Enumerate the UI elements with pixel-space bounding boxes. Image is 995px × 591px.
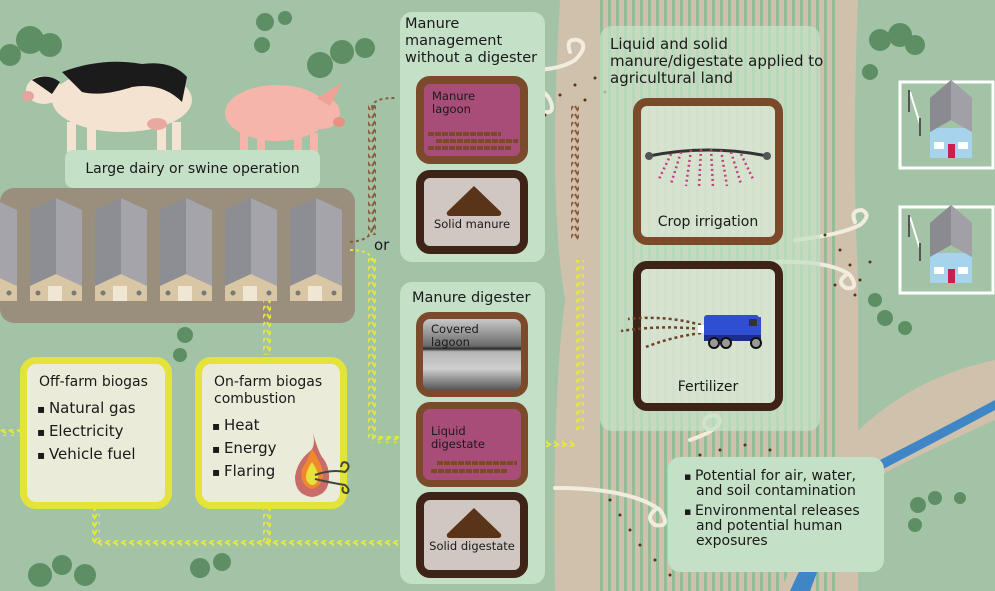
offfarm-item: Electricity xyxy=(37,420,165,443)
liquid-digestate-label: Liquid digestate xyxy=(431,424,486,451)
crop-irrigation-label: Crop irrigation xyxy=(657,214,759,230)
barn-icon xyxy=(95,198,147,301)
offfarm-biogas-box: Off-farm biogas Natural gas Electricity … xyxy=(20,357,172,509)
barn-icon xyxy=(30,198,82,301)
digester-panel: Manure digester Covered lagoon Liquid di… xyxy=(400,282,545,584)
offfarm-title: Off-farm biogas xyxy=(39,374,148,390)
manure-flow-arrow xyxy=(571,105,579,240)
manure-flow-arrow xyxy=(368,105,376,235)
onfarm-biogas-box: On-farm biogas combustion Heat Energy Fl… xyxy=(195,357,350,509)
pig-icon xyxy=(225,83,345,155)
impacts-panel: Potential for air, water, and soil conta… xyxy=(668,457,884,572)
onfarm-item: Flaring xyxy=(212,460,340,483)
biogas-flow-arrow xyxy=(95,540,400,547)
fertilizer-label: Fertilizer xyxy=(677,379,739,395)
fertilizer-truck-icon xyxy=(620,315,762,349)
fertilizer-box: Fertilizer xyxy=(620,261,783,411)
digester-title: Manure digester xyxy=(412,290,531,306)
no-digester-panel: Manure management without a digester Man… xyxy=(400,12,545,262)
manure-lagoon-label: Manure lagoon xyxy=(432,89,476,116)
impact-item: Potential for air, water, and soil conta… xyxy=(684,469,884,499)
barn-icon xyxy=(0,202,17,301)
covered-lagoon-label: Covered lagoon xyxy=(431,322,479,349)
barn-row xyxy=(0,198,350,308)
offfarm-item: Natural gas xyxy=(37,397,165,420)
onfarm-item: Heat xyxy=(212,414,340,437)
no-digester-title: Manure management without a digester xyxy=(405,16,538,66)
cow-icon xyxy=(22,61,192,152)
solid-manure-icon: Solid manure xyxy=(416,170,528,254)
solid-digestate-icon: Solid digestate xyxy=(416,492,528,578)
covered-lagoon-icon: Covered lagoon xyxy=(416,312,528,397)
flame-icon xyxy=(295,429,350,497)
impact-item: Environmental releases and potential hum… xyxy=(684,504,884,549)
land-title: Liquid and solid manure/digestate applie… xyxy=(610,35,824,87)
house-icon xyxy=(898,205,995,295)
solid-manure-label: Solid manure xyxy=(433,217,511,231)
onfarm-title: On-farm biogas combustion xyxy=(214,374,323,407)
operation-label: Large dairy or swine operation xyxy=(85,161,300,177)
liquid-digestate-icon: Liquid digestate xyxy=(416,402,528,487)
manure-lagoon-icon: Manure lagoon xyxy=(416,76,528,164)
land-panel: Liquid and solid manure/digestate applie… xyxy=(600,26,823,431)
barn-icon xyxy=(290,198,342,301)
house-icon xyxy=(898,80,995,170)
or-connector: or xyxy=(374,236,390,254)
barn-icon xyxy=(160,198,212,301)
offfarm-item: Vehicle fuel xyxy=(37,443,165,466)
onfarm-item: Energy xyxy=(212,437,340,460)
operation-label-box: Large dairy or swine operation xyxy=(65,150,320,188)
crop-irrigation-box: Crop irrigation xyxy=(633,98,783,245)
solid-digestate-label: Solid digestate xyxy=(429,539,515,553)
tree-cluster xyxy=(0,11,966,587)
barn-icon xyxy=(225,198,277,301)
biogas-flow-arrow xyxy=(368,258,376,438)
irrigation-icon xyxy=(645,148,771,189)
